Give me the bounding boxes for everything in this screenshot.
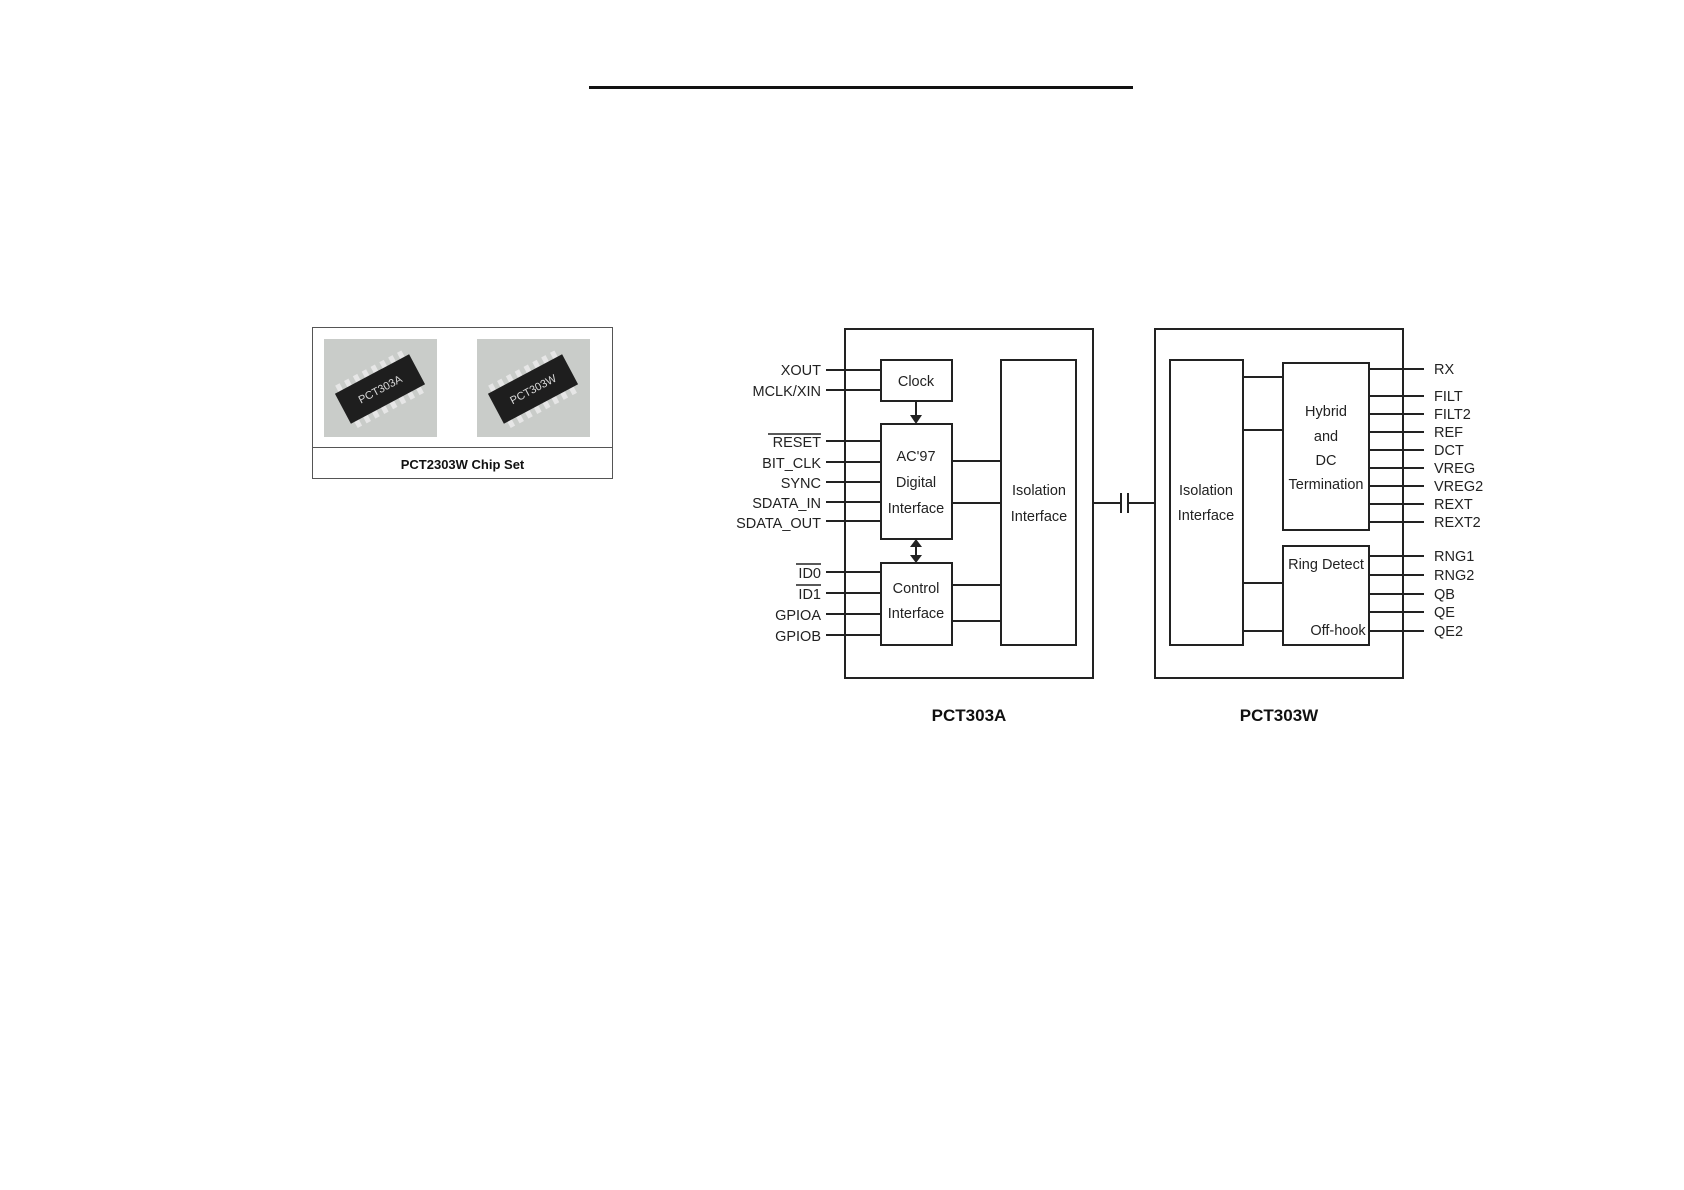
ring-detect-label: Ring Detect [1288, 557, 1364, 573]
hybrid-label-4: Termination [1289, 477, 1364, 493]
pin-label: RNG1 [1434, 549, 1474, 565]
pin-label: REF [1434, 425, 1463, 441]
pin-label: DCT [1434, 443, 1464, 459]
pin-label: SDATA_IN [752, 496, 821, 512]
hybrid-block [1283, 363, 1369, 530]
pct303w-title: PCT303W [1240, 706, 1319, 725]
pct303a-title: PCT303A [932, 706, 1007, 725]
pin-label: RX [1434, 362, 1454, 378]
pin-label: VREG [1434, 461, 1475, 477]
ac97-label-1: AC'97 [896, 449, 935, 465]
off-hook-label: Off-hook [1310, 623, 1366, 639]
control-block [881, 563, 952, 645]
isolation-left-label-1: Isolation [1012, 483, 1066, 499]
pin-label: MCLK/XIN [753, 384, 822, 400]
control-label-1: Control [893, 581, 940, 597]
ac97-label-3: Interface [888, 501, 944, 517]
pin-label: FILT2 [1434, 407, 1471, 423]
pin-label: ID0 [798, 566, 821, 582]
isolation-block-left [1001, 360, 1076, 645]
pct303w-outline [1155, 329, 1403, 678]
clock-arrow-head [910, 415, 922, 424]
isolation-block-right [1170, 360, 1243, 645]
bidir-arrow-down [910, 555, 922, 563]
hybrid-label-2: and [1314, 429, 1338, 445]
clock-label: Clock [898, 374, 935, 390]
pin-label: QE [1434, 605, 1455, 621]
pin-label: REXT2 [1434, 515, 1481, 531]
pin-label: FILT [1434, 389, 1463, 405]
pin-label: ID1 [798, 587, 821, 603]
pin-label: QB [1434, 587, 1455, 603]
bidir-arrow-up [910, 539, 922, 547]
pin-label: GPIOA [775, 608, 821, 624]
pin-label: BIT_CLK [762, 456, 821, 472]
pin-label: RESET [773, 435, 821, 451]
isolation-right-label-2: Interface [1178, 508, 1234, 524]
isolation-right-label-1: Isolation [1179, 483, 1233, 499]
pin-label: REXT [1434, 497, 1473, 513]
pin-label: QE2 [1434, 624, 1463, 640]
pin-label: XOUT [781, 363, 821, 379]
control-label-2: Interface [888, 606, 944, 622]
pin-label: VREG2 [1434, 479, 1483, 495]
isolation-left-label-2: Interface [1011, 509, 1067, 525]
hybrid-label-3: DC [1316, 453, 1337, 469]
pin-label: GPIOB [775, 629, 821, 645]
pin-label: SYNC [781, 476, 821, 492]
hybrid-label-1: Hybrid [1305, 404, 1347, 420]
pin-label: SDATA_OUT [736, 516, 821, 532]
ac97-label-2: Digital [896, 475, 936, 491]
pin-label: RNG2 [1434, 568, 1474, 584]
